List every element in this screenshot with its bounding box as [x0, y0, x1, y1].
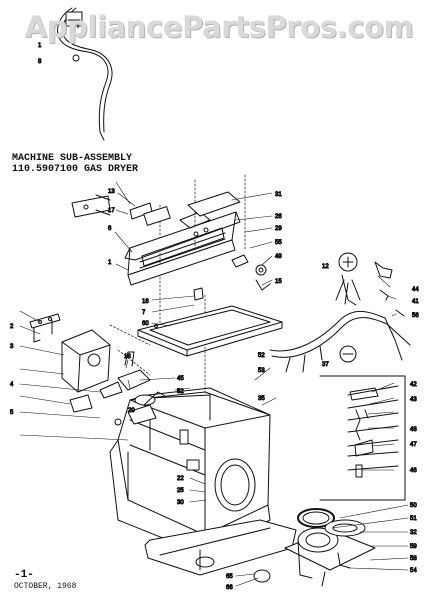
callout-65: 65: [226, 574, 233, 580]
callout-26: 26: [275, 214, 282, 220]
callout-31: 31: [275, 192, 282, 198]
callout-20: 20: [128, 408, 135, 414]
callout-25: 25: [177, 488, 184, 494]
callout-12: 12: [322, 264, 329, 270]
callout-51: 51: [410, 516, 417, 522]
callout-50: 50: [410, 503, 417, 509]
timer-and-knob: [193, 254, 271, 301]
callout-22: 22: [177, 476, 184, 482]
callout-5: 5: [10, 410, 14, 416]
model-number: 110.5907100 GAS DRYER: [12, 164, 139, 175]
callout-47: 47: [410, 442, 417, 448]
callout-4: 4: [10, 382, 14, 388]
watermark: AppliancePartsPros.com: [24, 10, 414, 44]
callout-44: 44: [412, 287, 419, 293]
callout-13: 13: [108, 189, 115, 195]
callout-48: 48: [410, 427, 417, 433]
console-assembly: [71, 191, 241, 286]
callout-60: 60: [142, 321, 149, 327]
callout-labels: 1 8 13 17 6 1 31 26 29 55 49 12 44 41 56…: [10, 43, 420, 592]
callout-30: 30: [177, 500, 184, 506]
callout-55: 55: [275, 240, 282, 246]
callout-18: 18: [124, 354, 131, 360]
wiring-harness: [269, 252, 411, 373]
callout-53: 53: [258, 368, 265, 374]
callout-52: 52: [258, 353, 265, 359]
callout-56: 56: [412, 313, 419, 319]
callout-29: 29: [275, 226, 282, 232]
callout-top-1: 1: [38, 43, 42, 49]
callout-17: 17: [108, 208, 115, 214]
callout-66: 66: [226, 585, 233, 591]
callout-3: 3: [10, 344, 14, 350]
detail-box: [319, 375, 406, 501]
leader-lines: [19, 181, 409, 587]
toe-plate: [144, 519, 297, 576]
callout-46: 46: [410, 468, 417, 474]
top-panel: [137, 305, 283, 357]
callout-43: 43: [410, 397, 417, 403]
blower-housing: [29, 313, 111, 393]
callout-49: 49: [275, 254, 282, 260]
callout-16: 16: [142, 299, 149, 305]
callout-2: 2: [10, 324, 14, 330]
callout-45: 45: [177, 376, 184, 382]
callout-59: 59: [410, 544, 417, 550]
diagram-title: MACHINE SUB-ASSEMBLY: [12, 153, 133, 164]
burner-gas-valve: [69, 351, 166, 426]
callout-41: 41: [412, 299, 419, 305]
callout-32: 32: [410, 530, 417, 536]
callout-35: 35: [258, 396, 265, 402]
power-cord: [57, 7, 113, 141]
callout-52b: 52: [177, 389, 184, 395]
page-number: -1-: [14, 569, 34, 581]
callout-1b: 1: [108, 260, 112, 266]
callout-42: 42: [410, 382, 417, 388]
print-date: OCTOBER, 1968: [14, 582, 77, 591]
cabinet: [109, 387, 271, 556]
callout-6: 6: [108, 226, 112, 232]
callout-top-8: 8: [38, 59, 42, 65]
callout-7: 7: [142, 310, 146, 316]
callout-58: 58: [410, 556, 417, 562]
callout-37: 37: [322, 362, 329, 368]
door-seal: [302, 511, 330, 525]
callout-54: 54: [410, 568, 417, 574]
callout-15: 15: [275, 279, 282, 285]
